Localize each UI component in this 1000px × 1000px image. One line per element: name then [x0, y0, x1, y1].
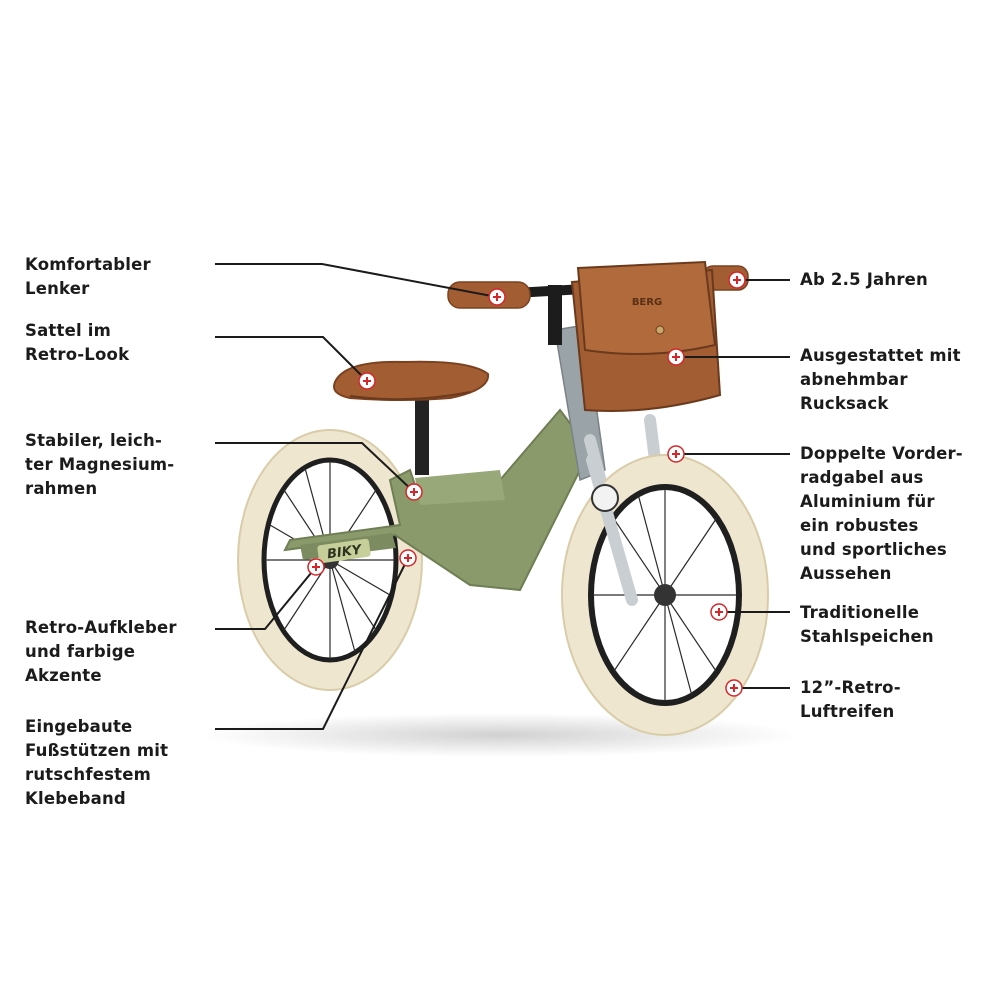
seat-post: [415, 400, 429, 475]
backpack-bag: BERG: [570, 260, 722, 412]
callout-lines: [215, 263, 790, 730]
footrest-plate: [415, 470, 505, 505]
callout-line-lenker: [215, 263, 498, 298]
berg-logo: BERG: [632, 297, 662, 308]
hotspots: [307, 271, 746, 697]
front-wheel: [561, 454, 769, 736]
callout-line-rahmen: [215, 442, 415, 493]
hotspot-sattel[interactable]: [358, 372, 376, 390]
hotspot-gabel[interactable]: [667, 445, 685, 463]
saddle-leather: [333, 360, 490, 401]
callout-line-sattel: [215, 336, 368, 382]
feature-label-alter: Ab 2.5 Jahren: [800, 270, 928, 289]
bag-flap: [576, 260, 717, 355]
feature-label-reifen: 12”-Retro- Luftreifen: [800, 678, 901, 721]
hotspot-speichen[interactable]: [710, 603, 728, 621]
hotspot-aufkleber[interactable]: [307, 558, 325, 576]
feature-label-fussstuetzen: Eingebaute Fußstützen mit rutschfestem K…: [25, 717, 169, 808]
frame: BIKY: [283, 324, 606, 592]
callout-line-aufkleber: [215, 566, 317, 630]
stem: [548, 285, 562, 345]
feature-label-lenker: Komfortabler Lenker: [25, 255, 151, 298]
feature-label-sattel: Sattel im Retro-Look: [25, 321, 130, 364]
fork-badge: [591, 484, 619, 512]
feature-label-rucksack: Ausgestattet mit abnehmbar Rucksack: [800, 346, 961, 413]
hotspot-reifen[interactable]: [725, 679, 743, 697]
feature-label-rahmen: Stabiler, leich- ter Magnesium- rahmen: [25, 431, 175, 498]
hotspot-alter[interactable]: [728, 271, 746, 289]
front-hub: [654, 584, 676, 606]
biky-decal: [317, 538, 371, 564]
callout-line-fussstuetzen: [215, 557, 409, 730]
front-spokes: [593, 489, 737, 701]
saddle: [333, 360, 490, 401]
feature-label-speichen: Traditionelle Stahlspeichen: [800, 603, 934, 646]
hotspot-rahmen[interactable]: [405, 483, 423, 501]
hotspot-fussstuetzen[interactable]: [399, 549, 417, 567]
hotspot-rucksack[interactable]: [667, 348, 685, 366]
hotspot-lenker[interactable]: [488, 288, 506, 306]
feature-label-gabel: Doppelte Vorder- radgabel aus Aluminium …: [800, 444, 963, 583]
feature-label-aufkleber: Retro-Aufkleber und farbige Akzente: [25, 618, 177, 685]
biky-decal-text: BIKY: [326, 542, 364, 562]
